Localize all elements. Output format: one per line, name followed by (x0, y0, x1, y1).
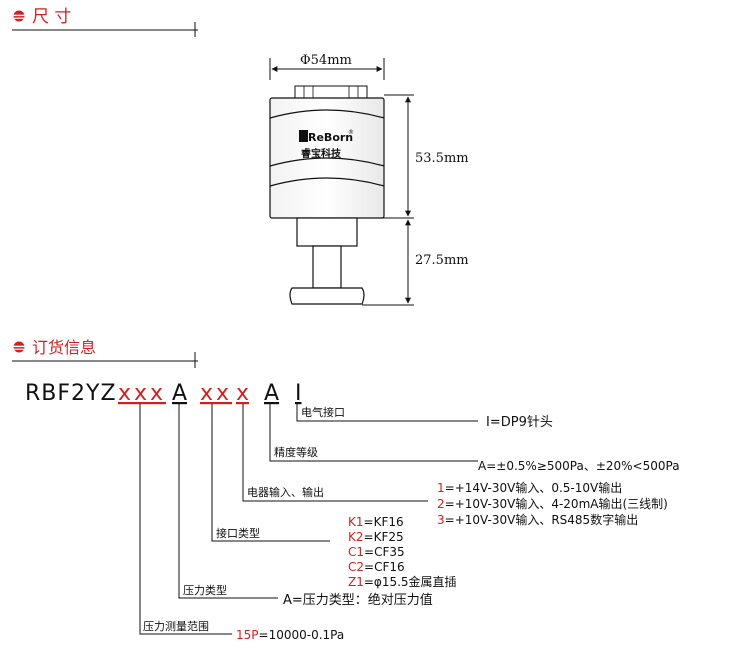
dimensions-header: 尺 寸 (12, 7, 198, 37)
lower-height-label: 27.5mm (415, 253, 469, 268)
registered-mark: ® (348, 129, 354, 136)
brand-name: ReBorn (308, 131, 353, 144)
ordering-header: 订货信息 (12, 338, 198, 368)
range-value: 15P=10000-0.1Pa (236, 628, 344, 642)
interface-label: 接口类型 (216, 526, 260, 540)
sensor-tube (312, 245, 342, 289)
output-option: 3=+10V-30V输入、RS485数字输出 (437, 512, 638, 527)
section-bullet-icon (13, 341, 25, 353)
model-prefix: RBF2YZ (25, 381, 117, 406)
output-label: 电器输入、输出 (247, 485, 324, 499)
interface-option: K1=KF16 (348, 515, 404, 529)
diameter-label: Φ54mm (300, 53, 352, 68)
pressure-range-code: xxx (118, 381, 166, 406)
interface-option: Z1=φ15.5金属直插 (348, 574, 457, 589)
callout-interface (211, 404, 330, 542)
output-code: x (236, 381, 249, 406)
sensor-flange (289, 287, 365, 305)
pressure-type-label: 压力类型 (183, 583, 227, 597)
dimensions-title: 尺 寸 (32, 7, 71, 27)
section-bullet-icon (13, 10, 25, 22)
interface-code: xx (200, 381, 232, 406)
pressure-type-value: A=压力类型：绝对压力值 (283, 592, 433, 608)
reborn-logo: ReBorn ® 睿宝科技 (299, 129, 354, 160)
sensor-neck (296, 217, 358, 247)
interface-option: C2=CF16 (348, 560, 405, 574)
callout-connector (296, 404, 478, 422)
callout-range (139, 404, 232, 635)
model-code: RBF2YZ xxx A xx x A I (25, 381, 302, 406)
top-connector (294, 85, 368, 99)
accuracy-label: 精度等级 (274, 445, 318, 459)
connector-label: 电气接口 (301, 405, 345, 419)
pressure-type-code: A (172, 381, 187, 406)
brand-cn: 睿宝科技 (301, 147, 342, 160)
interface-option: K2=KF25 (348, 530, 404, 544)
interface-option: C1=CF35 (348, 545, 405, 559)
upper-height-label: 53.5mm (415, 151, 469, 166)
accuracy-code: A (264, 381, 279, 406)
connector-value: I=DP9针头 (486, 415, 553, 430)
accuracy-value: A=±0.5%≥500Pa、±20%<500Pa (478, 459, 680, 473)
ordering-title: 订货信息 (32, 338, 96, 357)
callout-output (242, 404, 428, 502)
callout-pressure-type (178, 404, 278, 599)
callout-lines (139, 404, 478, 635)
output-option: 1=+14V-30V输入、0.5-10V输出 (437, 480, 622, 495)
output-options: 1=+14V-30V输入、0.5-10V输出 2=+10V-30V输入、4-20… (437, 480, 668, 527)
connector-code: I (295, 381, 302, 406)
callout-accuracy (269, 404, 478, 462)
range-label: 压力测量范围 (143, 619, 209, 633)
interface-options: K1=KF16 K2=KF25 C1=CF35 C2=CF16 Z1=φ15.5… (348, 515, 457, 589)
output-option: 2=+10V-30V输入、4-20mA输出(三线制) (437, 496, 668, 511)
sensor-drawing: Φ54mm ReBorn ® 睿宝科技 53.5mm 27.5mm (269, 53, 469, 306)
